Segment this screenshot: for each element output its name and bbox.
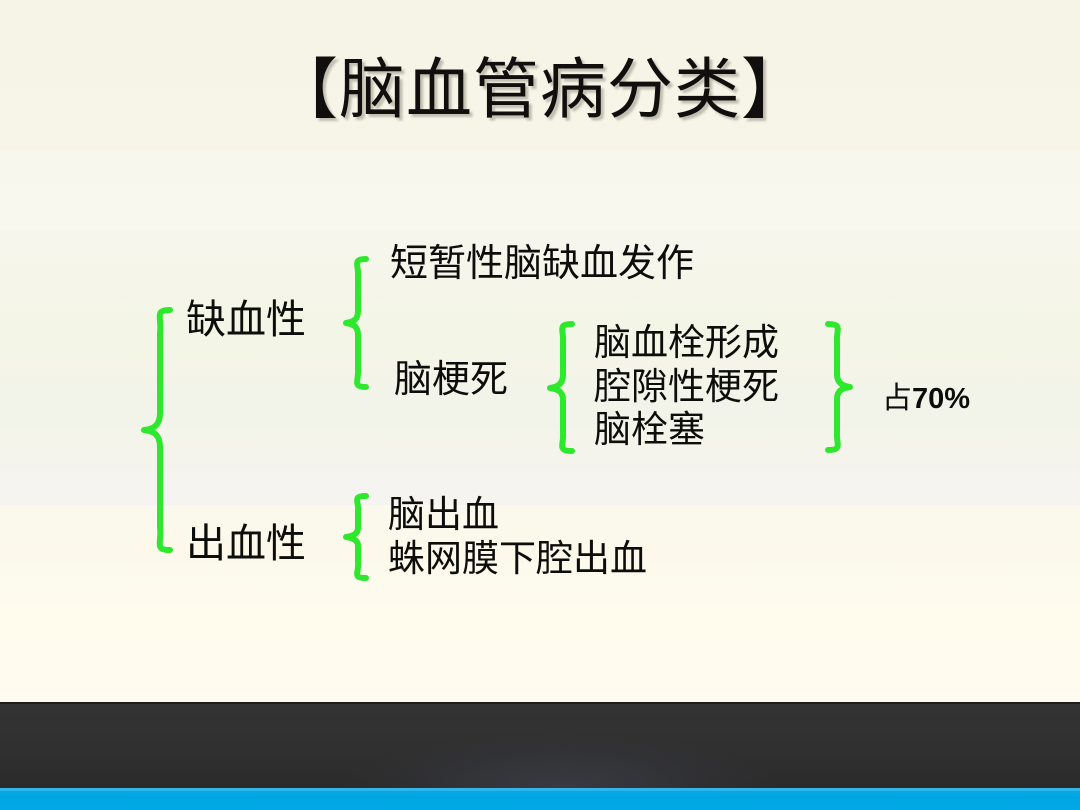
annotation-percentage-prefix: 占	[882, 382, 912, 415]
node-embolism: 脑栓塞	[594, 410, 705, 452]
brace-percentage	[825, 321, 853, 453]
annotation-percentage-value: 70%	[912, 383, 971, 415]
page-title: 【脑血管病分类】	[272, 54, 808, 127]
branch-label-ischemic: 缺血性	[186, 297, 306, 342]
node-tia: 短暂性脑缺血发作	[390, 243, 695, 285]
node-cerebral-infarction: 脑梗死	[394, 359, 509, 401]
node-subarachnoid-hemorrhage: 蛛网膜下腔出血	[388, 538, 647, 580]
branch-label-hemorrhagic: 出血性	[186, 521, 306, 566]
footer-dark-band	[0, 702, 1080, 788]
node-intracerebral-hemorrhage: 脑出血	[388, 495, 499, 536]
brace-hemorrhagic	[343, 493, 369, 581]
annotation-percentage: 占70%	[882, 373, 970, 417]
brace-ischemic	[343, 256, 369, 390]
footer-accent-band	[0, 788, 1080, 810]
node-thrombosis: 脑血栓形成	[594, 323, 779, 364]
brace-cerebral-infarction	[547, 321, 575, 454]
brace-root	[141, 307, 173, 553]
node-hemorrhage-subtypes: 脑出血 蛛网膜下腔出血	[388, 494, 647, 581]
node-lacunar-infarction: 腔隙性梗死	[594, 366, 779, 408]
node-infarction-subtypes: 脑血栓形成 腔隙性梗死 脑栓塞	[594, 322, 779, 453]
